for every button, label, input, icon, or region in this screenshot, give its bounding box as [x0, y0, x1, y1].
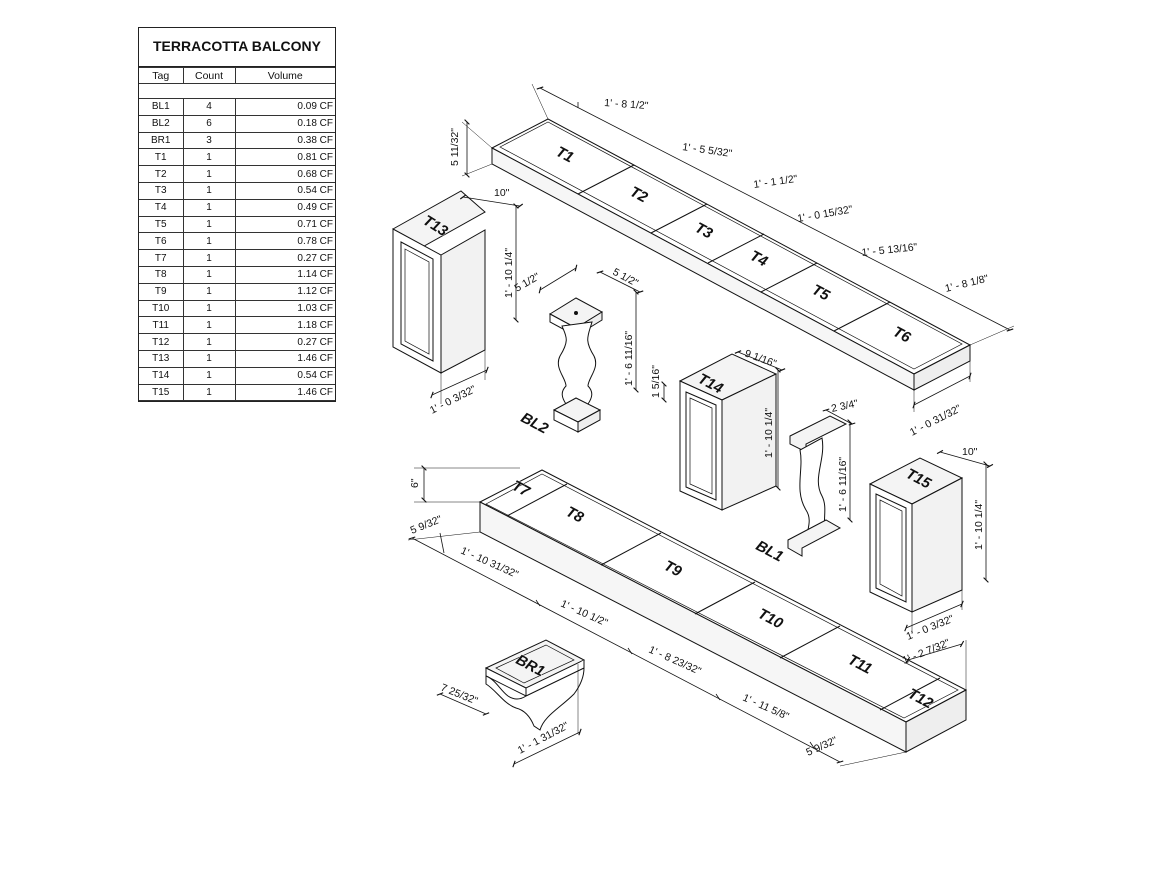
dim-bl1-width: 2 3/4": [830, 398, 859, 415]
schedule-title: TERRACOTTA BALCONY: [139, 28, 335, 67]
dim-bl2-height: 1' - 6 11/16": [623, 331, 635, 386]
bl1-dimensions: [822, 408, 856, 523]
dim-top-t1: 1' - 8 1/2": [604, 97, 649, 112]
panel-t13: [392, 190, 486, 374]
bl2-shaft: [557, 321, 597, 405]
joint-t7-t8: [506, 483, 568, 517]
bl2-base-side: [577, 409, 601, 433]
schedule-header-row: Tag Count Volume: [139, 67, 335, 84]
dim-t15-width: 10": [962, 446, 978, 458]
tag-bl2: BL2: [518, 409, 552, 438]
bl2-center-mark: [574, 311, 578, 315]
dim-bl2-top-a: 5 1/2": [513, 271, 543, 295]
dim-bot-t10: 1' - 8 23/32": [647, 644, 703, 678]
dim-top-t3: 1' - 1 1/2": [753, 173, 799, 191]
bl2-dimensions: [538, 264, 667, 403]
dim-bot-t9: 1' - 10 1/2": [559, 598, 610, 629]
top-row-front-face: [491, 147, 915, 391]
dim-bot-t7: 5 9/32": [409, 513, 444, 537]
dim-bot-t11: 1' - 11 5/8": [741, 692, 791, 723]
t14-panel-recess: [685, 391, 717, 501]
br1-top-inset: [495, 644, 575, 684]
schedule-title-text: TERRACOTTA BALCONY: [153, 38, 321, 54]
dim-top-t5: 1' - 5 13/16": [861, 241, 918, 259]
dim-t14-height: 1' - 10 1/4": [763, 408, 775, 458]
dim-t13-width: 10": [494, 187, 510, 199]
dim-bl2-base: 1 5/16": [650, 365, 662, 398]
dim-bl2-top-b: 5 1/2": [611, 266, 641, 289]
t13-panel-inner: [404, 248, 430, 355]
t14-dimensions: [734, 350, 786, 491]
dim-t13-height: 1' - 10 1/4": [503, 248, 515, 298]
dim-top-height: 5 11/32": [449, 128, 461, 166]
dim-bot-t8: 1' - 10 31/32": [459, 545, 521, 581]
bracket-br1: [484, 639, 586, 731]
dim-top-t6: 1' - 8 1/8": [944, 272, 990, 294]
dim-bot-height: 6": [409, 478, 421, 488]
dim-top-depth: 1' - 0 31/32": [908, 402, 964, 438]
dim-t15-height: 1' - 10 1/4": [973, 500, 985, 550]
row-count: 1: [182, 383, 236, 402]
top-row-dimensions: [461, 83, 1015, 412]
dim-top-t4: 1' - 0 15/32": [796, 203, 853, 225]
header-tag: Tag: [139, 67, 184, 84]
dim-top-t2: 1' - 5 5/32": [682, 141, 734, 160]
t15-panel-inner: [879, 499, 903, 597]
tag-t7: T7: [509, 477, 533, 501]
dim-br1-depth: 7 25/32": [439, 682, 480, 708]
baluster-bl2: [548, 297, 604, 433]
dim-bl1-height: 1' - 6 11/16": [837, 457, 849, 512]
tag-bl1: BL1: [753, 537, 786, 565]
panel-t15: [868, 457, 964, 613]
t15-panel-recess: [875, 493, 907, 603]
dim-br1-height: 1' - 1 31/32": [516, 720, 571, 757]
br1-scroll: [485, 660, 585, 731]
panel-t14: [678, 353, 778, 511]
t15-dimensions: [904, 449, 994, 634]
t13-dimensions: [430, 194, 524, 404]
bottom-row-dimensions: [407, 465, 967, 767]
t13-side-face: [440, 229, 486, 374]
schedule-spacer-row: [139, 83, 335, 99]
header-volume: Volume: [234, 67, 335, 84]
t13-panel-recess: [400, 241, 434, 362]
joint-t11-t12: [879, 677, 941, 711]
row-volume: 1.46 CF: [234, 383, 335, 402]
bottom-row-end-face: [905, 689, 967, 753]
dim-t13-depth: 1' - 0 3/32": [428, 383, 478, 417]
dim-bot-t12: 5 9/32": [804, 734, 839, 758]
t14-panel-inner: [689, 397, 713, 495]
br1-dimensions: [436, 664, 582, 768]
